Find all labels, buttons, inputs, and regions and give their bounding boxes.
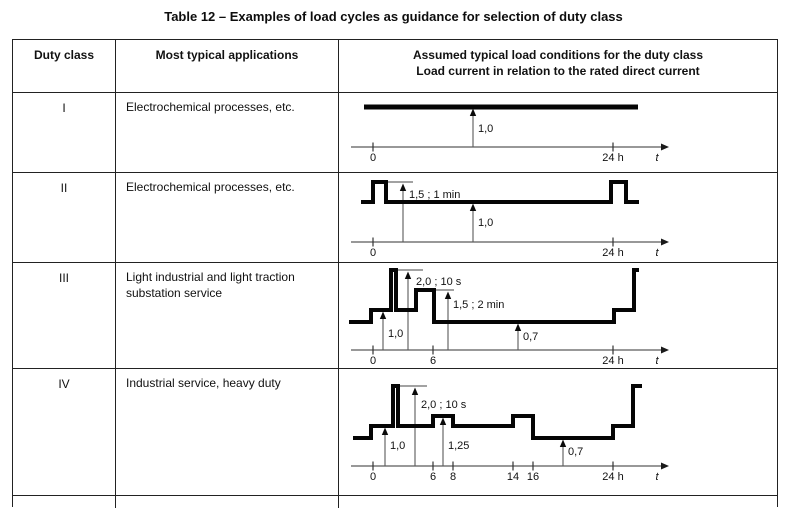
duty-class-cell xyxy=(13,496,116,508)
svg-text:24 h: 24 h xyxy=(602,247,623,259)
load-diagram-cell: 0 24 h t 1,0 xyxy=(339,93,777,172)
table-header-row: Duty class Most typical applications Ass… xyxy=(13,40,777,93)
load-diagram-cell: 0 6 8 14 16 24 h t 1,0 2,0 ; 10 s 1,25 0,7 xyxy=(339,369,777,495)
load-diagram-cell: 0 24 h t 1,5 ; 1 min 1,0 xyxy=(339,173,777,262)
load-cycle-diagram: 0 24 h t 1,5 ; 1 min 1,0 xyxy=(351,179,669,259)
application-cell: Light industrial and light traction subs… xyxy=(116,263,339,368)
svg-text:2,0 ; 10 s: 2,0 ; 10 s xyxy=(421,399,467,411)
svg-text:t: t xyxy=(655,471,659,483)
table-title: Table 12 – Examples of load cycles as gu… xyxy=(164,9,623,24)
svg-text:1,5 ; 1 min: 1,5 ; 1 min xyxy=(409,189,460,201)
svg-text:8: 8 xyxy=(450,471,456,483)
table-row: II Electrochemical processes, etc. 0 24 h… xyxy=(13,173,777,263)
table-row: I Electrochemical processes, etc. 0 24 h t… xyxy=(13,93,777,173)
load-diagram-cell xyxy=(339,496,777,508)
duty-class-table: Duty class Most typical applications Ass… xyxy=(12,39,778,508)
svg-text:0,7: 0,7 xyxy=(568,446,583,458)
svg-text:0: 0 xyxy=(370,471,376,483)
svg-text:t: t xyxy=(655,247,659,259)
load-cycle-diagram: 0 6 24 h t 1,0 2,0 ; 10 s 1,5 ; 2 min 0,7 xyxy=(349,267,669,367)
svg-text:24 h: 24 h xyxy=(602,152,623,164)
svg-text:1,25: 1,25 xyxy=(448,440,469,452)
load-cycle-diagram: 0 24 h t 1,0 xyxy=(351,104,669,164)
svg-text:0: 0 xyxy=(370,247,376,259)
svg-text:24 h: 24 h xyxy=(602,355,623,367)
svg-text:0,7: 0,7 xyxy=(523,331,538,343)
svg-text:t: t xyxy=(655,152,659,164)
application-cell: Electrochemical processes, etc. xyxy=(116,173,339,262)
svg-text:16: 16 xyxy=(527,471,539,483)
svg-text:6: 6 xyxy=(430,355,436,367)
header-load-conditions-line2: Load current in relation to the rated di… xyxy=(416,63,700,78)
duty-class-cell: IV xyxy=(13,369,116,495)
header-load-conditions-line1: Assumed typical load conditions for the … xyxy=(412,48,704,62)
svg-text:0: 0 xyxy=(370,355,376,367)
svg-text:24 h: 24 h xyxy=(602,471,623,483)
application-cell xyxy=(116,496,339,508)
svg-text:0: 0 xyxy=(370,152,376,164)
table-row-partial xyxy=(13,496,777,508)
header-applications: Most typical applications xyxy=(116,40,339,92)
svg-text:1,0: 1,0 xyxy=(478,217,493,229)
svg-text:2,0 ; 10 s: 2,0 ; 10 s xyxy=(416,276,462,288)
load-diagram-cell: 0 6 24 h t 1,0 2,0 ; 10 s 1,5 ; 2 min 0,7 xyxy=(339,263,777,368)
table-row: III Light industrial and light traction … xyxy=(13,263,777,369)
application-cell: Industrial service, heavy duty xyxy=(116,369,339,495)
duty-class-cell: I xyxy=(13,93,116,172)
svg-text:6: 6 xyxy=(430,471,436,483)
header-duty-class: Duty class xyxy=(13,40,116,92)
svg-text:14: 14 xyxy=(507,471,519,483)
table-body: I Electrochemical processes, etc. 0 24 h t… xyxy=(13,93,777,496)
svg-text:1,0: 1,0 xyxy=(478,123,493,135)
svg-text:t: t xyxy=(655,355,659,367)
application-cell: Electrochemical processes, etc. xyxy=(116,93,339,172)
duty-class-cell: III xyxy=(13,263,116,368)
table-row: IV Industrial service, heavy duty 0 6 8 14 1… xyxy=(13,369,777,496)
svg-text:1,0: 1,0 xyxy=(388,328,403,340)
svg-text:1,5 ; 2 min: 1,5 ; 2 min xyxy=(453,299,504,311)
svg-text:1,0: 1,0 xyxy=(390,440,405,452)
duty-class-cell: II xyxy=(13,173,116,262)
load-cycle-diagram: 0 6 8 14 16 24 h t 1,0 2,0 ; 10 s 1,25 0,7 xyxy=(351,384,669,483)
header-load-conditions: Assumed typical load conditions for the … xyxy=(339,40,777,92)
